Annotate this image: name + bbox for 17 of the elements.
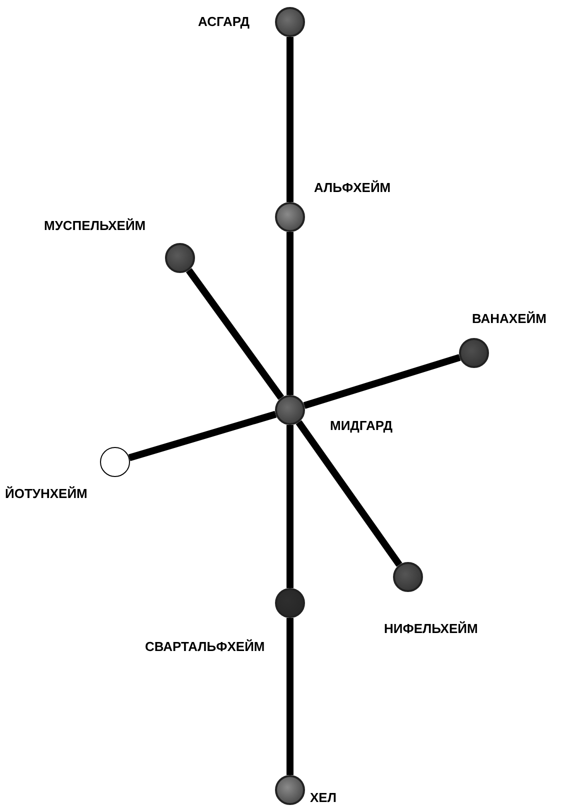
connector-line bbox=[186, 268, 284, 400]
world-name: ХЕЛ bbox=[310, 790, 336, 805]
world-name: АЛЬФХЕЙМ bbox=[314, 180, 391, 195]
connector-line bbox=[286, 232, 294, 395]
world-name: СВАРТАЛЬФХЕЙМ bbox=[145, 639, 265, 654]
world-name: АСГАРД bbox=[198, 14, 250, 29]
world-name: МИДГАРД bbox=[330, 418, 392, 433]
world-name: МУСПЕЛЬХЕЙМ bbox=[44, 218, 146, 233]
connector-line bbox=[296, 420, 402, 567]
connector-line bbox=[286, 37, 294, 202]
world-name: ЙОТУНХЕЙМ bbox=[5, 486, 88, 501]
connector-line bbox=[303, 354, 461, 409]
world-name: ВАНАХЕЙМ bbox=[472, 311, 546, 326]
connector-line bbox=[128, 410, 277, 462]
connector-line bbox=[286, 425, 294, 588]
connector-line bbox=[286, 618, 294, 775]
world-name: НИФЕЛЬХЕЙМ bbox=[384, 621, 478, 636]
